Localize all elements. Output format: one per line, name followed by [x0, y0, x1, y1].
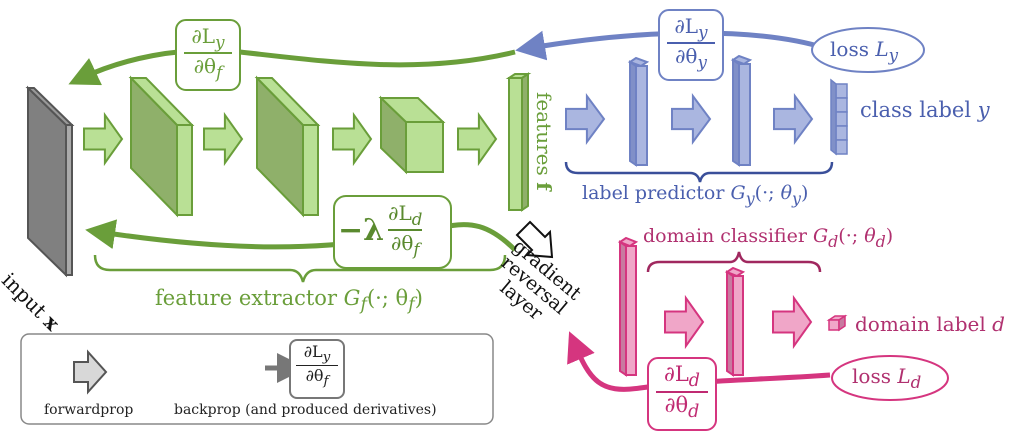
- class-vector-side: [830, 78, 837, 156]
- class-vector-cell: [835, 111, 848, 127]
- loss-y-node: [811, 27, 925, 73]
- forward-arrow-icon-green-2: [203, 111, 244, 167]
- domain-classifier-layer-1: [617, 236, 639, 377]
- forward-arrow-icon-blue-1: [565, 92, 606, 146]
- conv-layer-1: [128, 75, 195, 218]
- backprop-arrow-label-to-features: [68, 47, 516, 86]
- gradient-reversal-arrow-icon: [515, 220, 554, 259]
- forwardprop-arrows-label-predictor: [565, 92, 814, 146]
- gradient-box-dLy-dthf: [175, 19, 241, 91]
- forward-arrow-icon-pink-1: [664, 294, 705, 350]
- class-vector-cell: [835, 139, 848, 155]
- class-vector-cell: [835, 125, 848, 141]
- forward-arrow-icon-green-3: [332, 111, 373, 167]
- gradient-box-dLd-dthd: [647, 357, 717, 431]
- input-layer: [25, 85, 75, 278]
- class-vector-cell: [835, 83, 848, 99]
- backprop-arrow-reversed-gradient: [85, 219, 517, 252]
- forward-arrow-icon-green-4: [457, 111, 498, 167]
- domain-label-output: [826, 314, 848, 332]
- label-predictor-layer-1: [627, 56, 650, 167]
- label-predictor-brace: [564, 161, 834, 183]
- forward-arrow-icon-blue-3: [773, 92, 814, 146]
- class-vector-cell: [835, 97, 848, 113]
- legend-forwardprop-arrow-icon: [73, 349, 108, 395]
- feature-extractor-brace: [93, 254, 507, 283]
- legend-gradient-box: [289, 339, 345, 399]
- features-vector: [505, 72, 532, 212]
- gradient-box-dLy-dthy: [658, 9, 724, 81]
- conv-layer-2: [254, 75, 321, 218]
- gradient-box-dLd-dthf: [333, 195, 452, 269]
- class-label-output: [830, 78, 848, 156]
- domain-classifier-brace: [646, 251, 822, 273]
- legend-box: [20, 333, 494, 425]
- forwardprop-arrows-feature-extractor: [83, 111, 498, 167]
- forward-arrow-icon-pink-2: [772, 294, 813, 350]
- label-predictor-layer-2: [730, 54, 753, 167]
- forwardprop-arrows-domain-classifier: [664, 294, 813, 350]
- forward-arrow-icon-green-1: [83, 111, 124, 167]
- conv-layer-3: [378, 95, 446, 175]
- domain-classifier-layer-2: [724, 266, 746, 377]
- forward-arrow-icon-blue-2: [671, 92, 712, 146]
- loss-d-node: [831, 355, 949, 401]
